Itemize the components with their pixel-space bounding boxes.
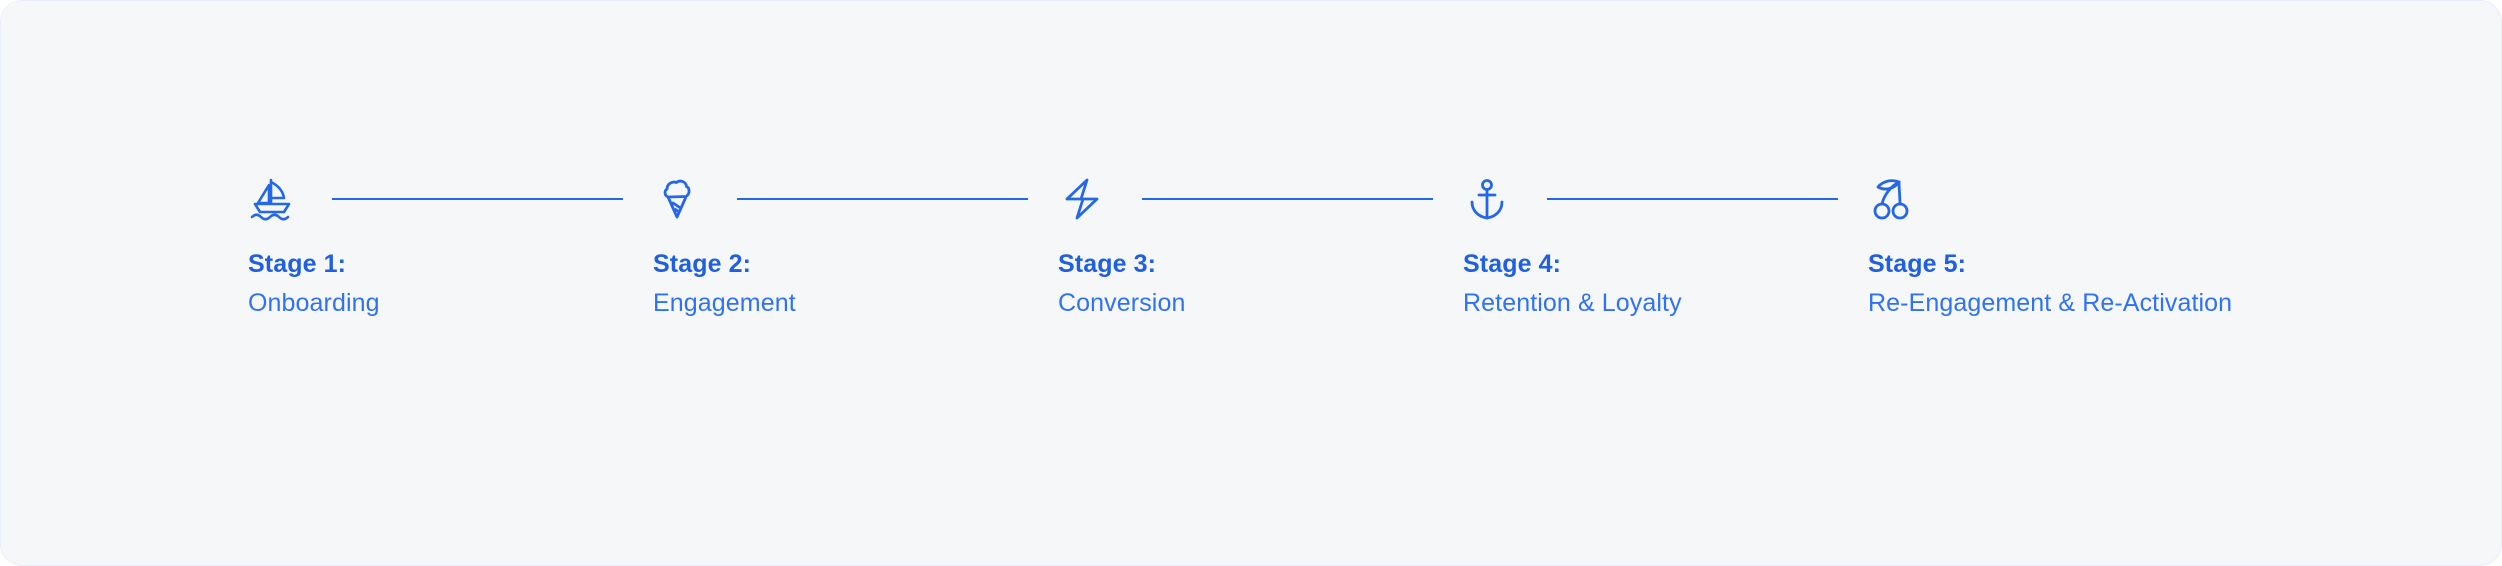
stage-labels: Stage 4: Retention & Loyalty	[1461, 249, 1682, 320]
stage-connector	[1142, 198, 1433, 200]
stage-connector	[1547, 198, 1838, 200]
stage-name: Engagement	[653, 289, 796, 318]
stage-title: Stage 2:	[653, 250, 752, 278]
lightning-bolt-icon	[1056, 173, 1108, 225]
stage-connector	[737, 198, 1028, 200]
stage-icon-row	[651, 171, 1056, 227]
stage-name: Conversion	[1058, 289, 1186, 318]
ice-cream-cone-icon	[651, 173, 703, 225]
stage-name: Onboarding	[248, 289, 380, 318]
stage-title: Stage 5:	[1868, 250, 1967, 278]
anchor-icon	[1461, 173, 1513, 225]
stage-item-5[interactable]: Stage 5: Re-Engagement & Re-Activation	[1866, 171, 2232, 320]
stage-icon-row	[1866, 171, 2232, 227]
sailboat-icon	[246, 173, 298, 225]
stage-icon-row	[1056, 171, 1461, 227]
cherries-icon	[1866, 173, 1918, 225]
stage-title: Stage 3:	[1058, 250, 1157, 278]
stage-item-3[interactable]: Stage 3: Conversion	[1056, 171, 1461, 320]
stage-labels: Stage 1: Onboarding	[246, 249, 380, 320]
stage-item-4[interactable]: Stage 4: Retention & Loyalty	[1461, 171, 1866, 320]
stage-icon-row	[246, 171, 651, 227]
stage-connector	[332, 198, 623, 200]
stage-timeline: Stage 1: Onboarding Stage 2: En	[246, 171, 2232, 320]
stage-item-2[interactable]: Stage 2: Engagement	[651, 171, 1056, 320]
stage-name: Retention & Loyalty	[1463, 289, 1682, 318]
stage-labels: Stage 2: Engagement	[651, 249, 796, 320]
stage-title: Stage 1:	[248, 250, 347, 278]
stage-name: Re-Engagement & Re-Activation	[1868, 289, 2233, 318]
stage-icon-row	[1461, 171, 1866, 227]
stage-labels: Stage 5: Re-Engagement & Re-Activation	[1866, 249, 2232, 320]
stage-item-1[interactable]: Stage 1: Onboarding	[246, 171, 651, 320]
stage-labels: Stage 3: Conversion	[1056, 249, 1185, 320]
stage-title: Stage 4:	[1463, 250, 1562, 278]
